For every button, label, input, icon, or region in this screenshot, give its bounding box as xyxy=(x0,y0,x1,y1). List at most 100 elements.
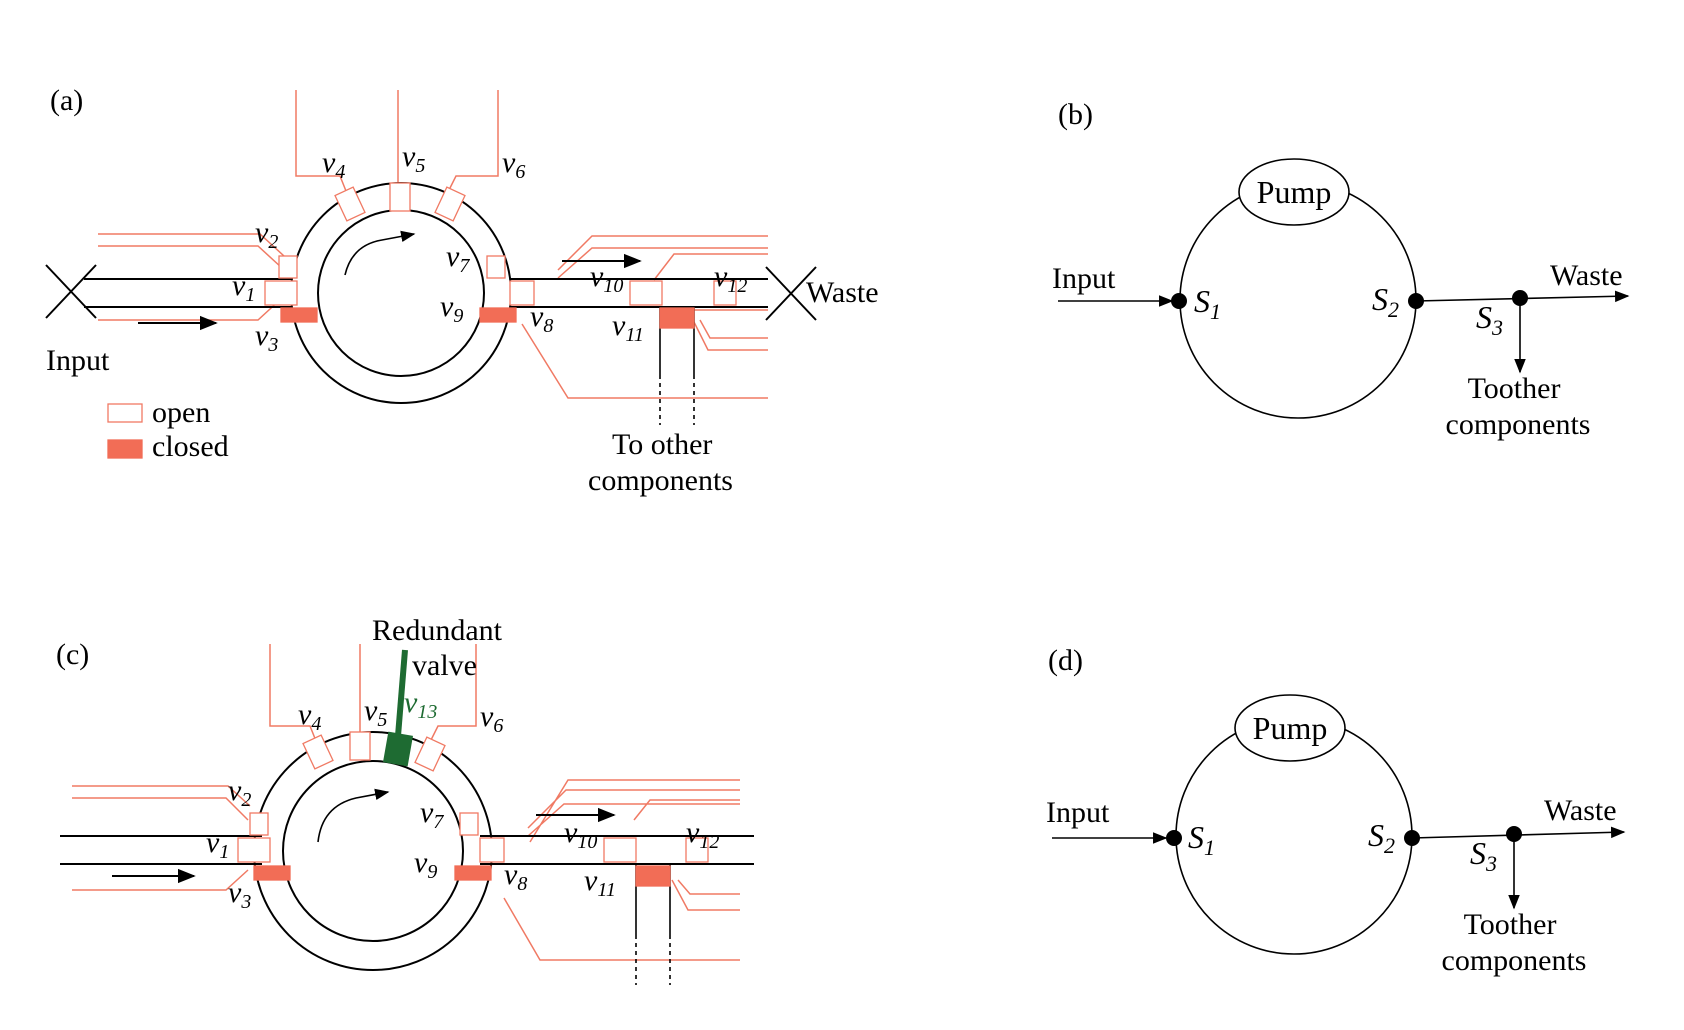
waste-label-b: Waste xyxy=(1550,259,1623,292)
valve-v6 xyxy=(434,186,466,222)
flow-arrow-ring-c xyxy=(317,788,390,843)
node-s2-d xyxy=(1404,830,1420,846)
channels-c xyxy=(60,731,754,985)
valve-v9 xyxy=(479,307,517,323)
panel-a: (a) xyxy=(45,84,879,497)
valves-a xyxy=(264,182,737,329)
other-line2-d: components xyxy=(1442,944,1587,977)
legend-closed-label: closed xyxy=(152,430,229,463)
panel-b: (b) Pump Input Waste S1 S2 S3 Toother co… xyxy=(1052,98,1630,441)
valve-label-v3: v3 xyxy=(255,319,278,356)
valve-c-v12 xyxy=(685,837,709,863)
control-lines-a xyxy=(98,90,768,399)
valve-label-v2: v2 xyxy=(255,216,278,253)
valve-c-v11 xyxy=(635,865,671,887)
valve-label-c-v7: v7 xyxy=(420,796,444,833)
waste-label-a: Waste xyxy=(806,276,879,309)
node-label-s1-b: S1 xyxy=(1194,283,1221,324)
waste-label-d: Waste xyxy=(1544,794,1617,827)
legend-open-swatch xyxy=(107,403,143,423)
valve-c-v13 xyxy=(382,731,414,767)
valve-c-v5 xyxy=(349,731,371,761)
node-s1-d xyxy=(1166,830,1182,846)
panel-b-tag: (b) xyxy=(1058,98,1093,131)
valve-c-v1 xyxy=(237,837,271,863)
node-label-s3-d: S3 xyxy=(1470,835,1497,876)
pump-label-d: Pump xyxy=(1253,710,1328,746)
node-s1-b xyxy=(1171,293,1187,309)
valve-v12 xyxy=(713,280,737,306)
node-label-s2-d: S2 xyxy=(1368,817,1395,858)
to-other-line1-a: To other xyxy=(612,428,712,461)
node-label-s2-b: S2 xyxy=(1372,281,1399,322)
valve-label-v4: v4 xyxy=(322,146,345,183)
valve-label-c-v10: v10 xyxy=(564,816,597,853)
redundant-valve-line xyxy=(395,649,408,737)
valve-label-c-v12: v12 xyxy=(686,816,719,853)
valve-label-c-v1: v1 xyxy=(206,826,229,863)
legend-open-label: open xyxy=(152,396,210,429)
valve-label-v5: v5 xyxy=(402,140,425,177)
panel-a-tag: (a) xyxy=(50,84,83,117)
panel-d-tag: (d) xyxy=(1048,644,1083,677)
valve-label-c-v6: v6 xyxy=(480,700,503,737)
valve-label-c-v5: v5 xyxy=(364,694,387,731)
panel-d: (d) Pump Input Waste S1 S2 S3 Toother co… xyxy=(1046,644,1626,977)
valve-v5 xyxy=(389,182,411,212)
pump-node-d xyxy=(1234,694,1346,762)
channels-a xyxy=(84,182,768,425)
flow-arrow-ring-a xyxy=(344,230,416,276)
valves-c xyxy=(237,649,709,887)
other-line2-b: components xyxy=(1446,408,1591,441)
valve-label-c-v2: v2 xyxy=(228,774,251,811)
node-s2-b xyxy=(1408,293,1424,309)
valve-c-v7 xyxy=(459,812,479,836)
legend-closed-swatch xyxy=(107,439,143,459)
panel-c-tag: (c) xyxy=(56,638,89,671)
valve-v10 xyxy=(629,280,663,306)
valve-c-v8 xyxy=(479,837,505,863)
valve-label-v9: v9 xyxy=(440,290,463,327)
control-lines-c xyxy=(72,644,740,961)
panel-c: (c) xyxy=(56,614,754,985)
node-label-s3-b: S3 xyxy=(1476,299,1503,340)
valve-v2 xyxy=(278,255,298,279)
valve-c-v4 xyxy=(302,734,334,770)
valve-label-v6: v6 xyxy=(502,146,525,183)
valve-v1 xyxy=(264,280,298,306)
node-label-s1-d: S1 xyxy=(1188,819,1215,860)
valve-label-v12: v12 xyxy=(714,260,747,297)
valve-c-v6 xyxy=(414,736,446,772)
valve-label-c-v3: v3 xyxy=(228,876,251,913)
valve-label-v1: v1 xyxy=(232,269,255,306)
input-label-a: Input xyxy=(46,344,110,377)
valve-label-c-v11: v11 xyxy=(584,864,616,901)
valve-v4 xyxy=(334,186,366,222)
valve-v11 xyxy=(659,307,695,329)
valve-label-c-v4: v4 xyxy=(298,698,321,735)
valve-c-v2 xyxy=(249,812,269,836)
other-line1-d: Toother xyxy=(1464,908,1557,941)
x-mark-waste-a xyxy=(765,266,817,321)
valve-label-c-v8: v8 xyxy=(504,858,527,895)
input-label-b: Input xyxy=(1052,262,1116,295)
to-other-line2-a: components xyxy=(588,464,733,497)
valve-label-c-v13: v13 xyxy=(404,686,437,723)
node-s3-d xyxy=(1506,826,1522,842)
pump-node-b xyxy=(1238,158,1350,226)
valve-label-v7: v7 xyxy=(446,240,470,277)
node-s3-b xyxy=(1512,290,1528,306)
x-mark-input-a xyxy=(45,264,97,319)
other-line1-b: Toother xyxy=(1468,372,1561,405)
redundant-label-line2: valve xyxy=(412,649,477,682)
valve-v8 xyxy=(509,280,535,306)
input-label-d: Input xyxy=(1046,796,1110,829)
valve-label-c-v9: v9 xyxy=(414,846,437,883)
redundant-label-line1: Redundant xyxy=(372,614,503,647)
valve-v3 xyxy=(280,307,318,323)
pump-label-b: Pump xyxy=(1257,174,1332,210)
valve-label-v10: v10 xyxy=(590,260,623,297)
valve-c-v3 xyxy=(253,865,291,881)
valve-v7 xyxy=(486,255,506,279)
